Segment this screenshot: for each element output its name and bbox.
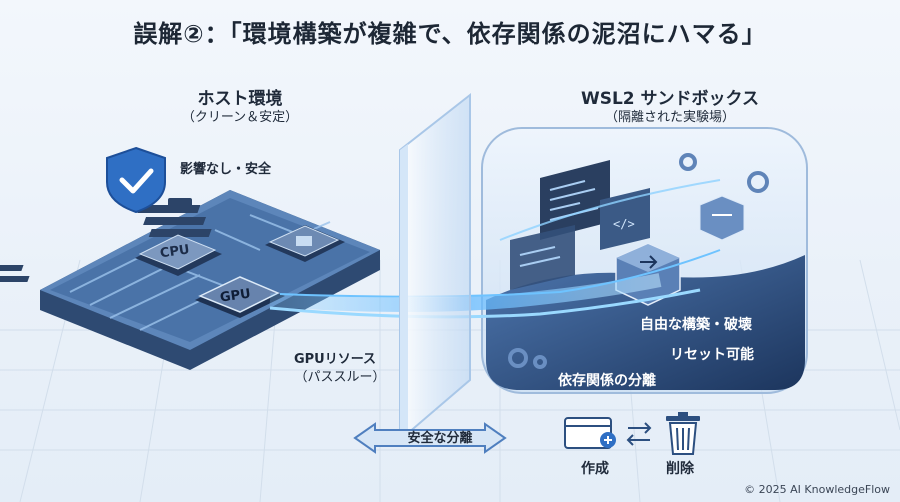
processor-chip-icon (265, 225, 345, 262)
double-arrow-icon (353, 422, 507, 454)
shield-check-icon (106, 146, 166, 214)
package-box-icon (699, 195, 745, 241)
delete-label: 削除 (666, 461, 694, 477)
circuit-board (0, 190, 380, 370)
sandbox-feature: 自由な構築・破壊 (640, 317, 752, 333)
gpu-chip-icon: GPU (195, 276, 285, 318)
create-label: 作成 (581, 461, 609, 477)
swap-arrows-icon (626, 422, 652, 446)
host-safety-label: 影響なし・安全 (180, 162, 272, 177)
glass-separation-wall (399, 92, 471, 443)
terminal-window-icon (510, 225, 575, 290)
copyright-notice: © 2025 AI KnowledgeFlow (744, 483, 890, 496)
sandbox-feature: 依存関係の分離 (558, 373, 656, 389)
separation-label: 安全な分離 (407, 431, 473, 446)
cpu-chip-icon: CPU (135, 234, 222, 276)
wsl-sandbox-subtitle: （隔離された実験場） (604, 110, 735, 125)
sandbox-feature: リセット可能 (670, 347, 754, 363)
create-window-icon (564, 417, 616, 449)
cpu-chip-label: CPU (159, 242, 190, 261)
page-title: 誤解②：「環境構築が複雑で、依存関係の泥沼にハマる」 (133, 20, 767, 48)
host-environment-subtitle: （クリーン＆安定） (181, 110, 299, 125)
gpu-passthrough-sublabel: （パススルー） (294, 370, 386, 385)
gpu-chip-label: GPU (219, 286, 252, 305)
gear-icon (679, 153, 697, 171)
gear-icon (508, 348, 547, 369)
gpu-resource-label: GPUリソース (293, 352, 377, 367)
svg-text:</>: </> (613, 217, 635, 231)
gpu-passthrough-beam (269, 179, 721, 319)
wsl-sandbox-title: WSL2 サンドボックス (580, 89, 760, 109)
gear-icon (747, 171, 769, 193)
trash-icon (666, 412, 700, 455)
host-environment-title: ホスト環境 (197, 89, 283, 109)
